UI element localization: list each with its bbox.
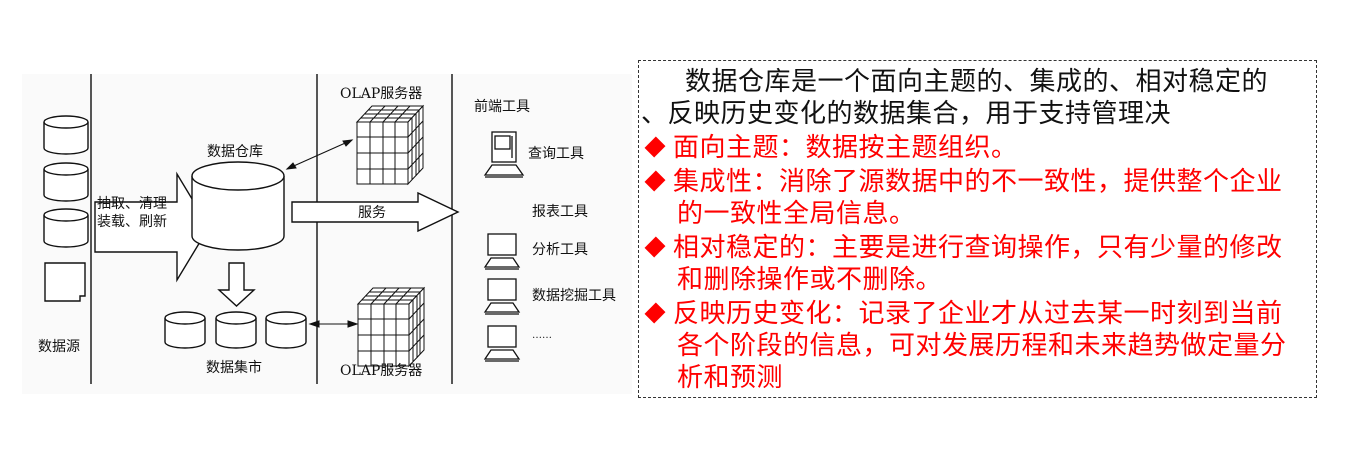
service-arrow [291,191,460,233]
datamart-db-icon-3 [265,311,307,349]
diamond-bullet-icon [644,236,666,258]
bullet-subject-oriented: 面向主题：数据按主题组织。 [641,133,1018,163]
datamart-db-icon-2 [215,311,257,349]
diamond-bullet-icon [644,302,666,324]
query-tool-computer-icon [483,131,525,178]
tool-report: 报表工具 [532,204,588,220]
other-tool-computer-icon [483,325,521,362]
mining-tool-computer-icon [483,278,521,315]
definition-box: 数据仓库是一个面向主题的、集成的、相对稳定的 、反映历史变化的数据集合，用于支持… [638,60,1317,398]
datamart-db-icon-1 [164,311,206,349]
definition-intro-line1: 数据仓库是一个面向主题的、集成的、相对稳定的 [685,67,1269,97]
warehouse-olap-link [285,139,354,170]
bullet-time-variant-cont1: 各个阶段的信息，可对发展历程和未来趋势做定量分 [677,331,1287,361]
tool-analysis: 分析工具 [532,242,588,258]
sources-label: 数据源 [38,339,80,355]
source-document-icon [44,262,86,302]
olap-cube-icon-top [355,104,425,186]
bullet-time-variant-cont2: 析和预测 [677,363,784,393]
datamart-olap-link [308,320,359,328]
frontend-title: 前端工具 [474,99,530,115]
etl-arrow [94,171,210,283]
source-db-icon-3 [43,208,89,248]
olap-bottom-label: OLAP服务器 [340,363,423,379]
definition-intro-line2: 、反映历史变化的数据集合，用于支持管理决 [641,99,1172,129]
etl-label-line1: 抽取、清理 [97,196,167,212]
olap-top-label: OLAP服务器 [340,86,423,102]
bullet-integrated: 集成性：消除了源数据中的不一致性，提供整个企业 [641,167,1283,197]
bullet-time-variant: 反映历史变化：记录了企业才从过去某一时刻到当前 [641,299,1283,329]
column-dividers [90,74,453,384]
etl-label-line2: 装载、刷新 [97,214,167,230]
bullet-integrated-cont: 的一致性全局信息。 [677,199,916,229]
diamond-bullet-icon [644,136,666,158]
bullet-nonvolatile-cont: 和删除操作或不删除。 [677,265,943,295]
data-warehouse-architecture-diagram: 数据源 抽取、清理 装载、刷新 数据仓库 数据集市 OLAP服务器 OLAP服务… [22,74,632,394]
service-label: 服务 [358,205,386,221]
tool-more: …… [532,330,552,341]
datamart-label: 数据集市 [206,360,262,376]
diamond-bullet-icon [644,170,666,192]
source-db-icon-1 [43,115,89,155]
olap-cube-icon-bottom [356,286,426,368]
analysis-tool-computer-icon [483,233,521,270]
tool-query: 查询工具 [528,146,584,162]
warehouse-label: 数据仓库 [207,144,263,160]
tool-mining: 数据挖掘工具 [532,288,616,304]
source-db-icon-2 [43,162,89,202]
bullet-nonvolatile: 相对稳定的：主要是进行查询操作，只有少量的修改 [641,233,1283,263]
warehouse-db-icon [191,161,285,251]
down-arrow [217,262,256,307]
